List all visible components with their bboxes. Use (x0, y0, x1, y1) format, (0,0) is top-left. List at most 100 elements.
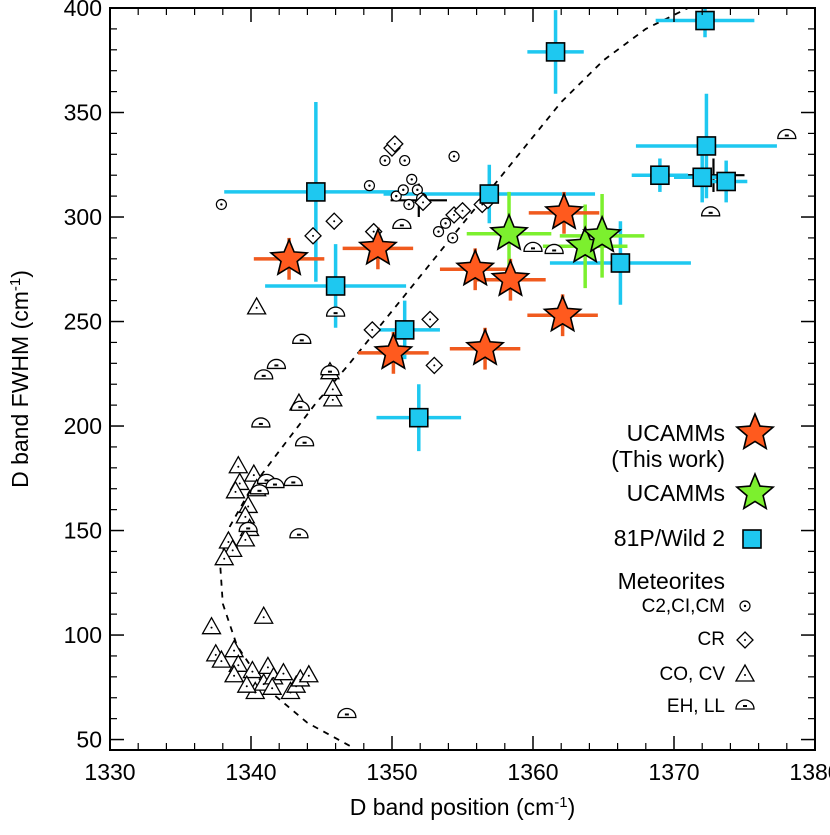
cr-point-5-dot (422, 201, 424, 203)
legend-ehll-marker (736, 700, 754, 709)
legend-cr-marker-dot (744, 639, 746, 641)
legend-ucamm-this-work-label: UCAMMs (627, 420, 725, 446)
ehll-point-6 (296, 437, 314, 446)
c2-point-11-dot (453, 155, 455, 157)
y-tick-label: 200 (64, 413, 102, 439)
x-tick-label: 1380 (789, 759, 830, 785)
ehll-point-18-dot (246, 527, 250, 529)
ehll-point-5-dot (259, 423, 263, 425)
wild2-point-9 (697, 137, 715, 155)
cocv-point-19-shape (225, 641, 243, 657)
legend-cr-marker (737, 632, 753, 648)
wild2-point-6 (611, 254, 629, 272)
cocv-point-19 (225, 641, 243, 657)
c2-point-0-dot (220, 203, 222, 205)
wild2-point-0 (307, 183, 325, 201)
legend-cocv-marker-shape (736, 665, 754, 681)
cocv-point-16-dot (223, 558, 225, 560)
ehll-point-12-dot (328, 371, 332, 373)
ehll-point-9-dot (291, 481, 295, 483)
ehll-point-8-dot (273, 484, 277, 486)
c2-point-1-dot (368, 184, 370, 186)
ehll-point-13-shape (393, 219, 411, 228)
ehll-point-13 (393, 219, 411, 228)
ehll-point-6-dot (303, 442, 307, 444)
cocv-point-34-dot (271, 687, 273, 689)
c2-point-5-dot (408, 203, 410, 205)
ehll-point-19-dot (257, 490, 261, 492)
cr-point-4-dot (394, 143, 396, 145)
ehll-point-13-dot (400, 224, 404, 226)
cocv-point-17 (203, 618, 221, 634)
ehll-point-1 (293, 334, 311, 343)
cocv-point-17-shape (203, 618, 221, 634)
ehll-point-12 (321, 366, 339, 375)
ehll-point-16-dot (709, 212, 713, 214)
legend-ucamm-this-work-sub: (This work) (611, 446, 725, 472)
wild2-point-8 (693, 168, 711, 186)
cocv-point-6-dot (239, 482, 241, 484)
cr-point-9-dot (462, 210, 464, 212)
ehll-point-16 (702, 207, 720, 216)
wild2-point-11 (717, 172, 735, 190)
legend-meteorites-header: Meteorites (618, 568, 725, 594)
x-tick-label: 1340 (225, 759, 276, 785)
y-axis-title-close: ) (7, 270, 33, 278)
c2-point-6-dot (411, 178, 413, 180)
ehll-point-1-shape (293, 334, 311, 343)
cocv-point-0-shape (248, 298, 266, 314)
c2-point-3-dot (402, 189, 404, 191)
y-tick-label: 50 (76, 727, 102, 753)
ehll-point-18 (239, 522, 257, 531)
trend-curve-layer (220, 8, 688, 746)
cocv-point-31-dot (308, 675, 310, 677)
ehll-point-16-shape (702, 207, 720, 216)
cr-point-12-dot (371, 329, 373, 331)
legend-ucamm-this-work-marker (737, 414, 773, 448)
c2-point-12-dot (384, 159, 386, 161)
y-axis-title-main: D band FWHM (cm (7, 291, 33, 488)
cocv-point-20-dot (237, 664, 239, 666)
y-axis-title: D band FWHM (cm-1) (7, 270, 34, 488)
c2-point-4 (400, 156, 410, 166)
ehll-point-12-shape (321, 366, 339, 375)
cocv-point-3-dot (332, 388, 334, 390)
cr-point-12 (364, 322, 380, 338)
cocv-point-11-dot (244, 516, 246, 518)
cocv-point-10-dot (247, 505, 249, 507)
c2-point-10 (448, 233, 458, 243)
c2-point-8-dot (437, 230, 439, 232)
legend-wild2-marker (743, 530, 761, 548)
c2-point-11 (449, 151, 459, 161)
wild2-point-1 (327, 277, 345, 295)
cocv-point-5-shape (229, 457, 247, 473)
cocv-point-17-dot (211, 627, 213, 629)
c2-point-12 (380, 156, 390, 166)
ehll-point-5 (252, 418, 270, 427)
ehll-point-2-shape (267, 359, 285, 368)
wild2-point-2 (396, 321, 414, 339)
cocv-point-15-dot (232, 549, 234, 551)
cocv-point-19-dot (233, 650, 235, 652)
ehll-point-15-dot (552, 249, 556, 251)
ehll-point-10-dot (297, 534, 301, 536)
c2-point-3 (398, 185, 408, 195)
ehll-point-3-shape (255, 370, 273, 379)
cocv-point-25-dot (267, 666, 269, 668)
ehll-point-11-dot (345, 713, 349, 715)
legend-ucamm-marker (737, 474, 773, 508)
wild2-point-7 (651, 166, 669, 184)
ehll-point-4-dot (298, 406, 302, 408)
ehll-point-3-dot (262, 375, 266, 377)
legend-c2-marker (740, 601, 750, 611)
legend-cocv-marker (736, 665, 754, 681)
wild2-point-4 (480, 185, 498, 203)
y-axis-title-superscript: -1 (7, 278, 24, 291)
legend-ehll-marker-dot (743, 705, 747, 707)
ehll-point-14 (524, 242, 542, 251)
c2-point-6 (407, 174, 417, 184)
cocv-point-3-shape (324, 379, 342, 395)
cocv-point-0 (248, 298, 266, 314)
cr-point-8-dot (453, 214, 455, 216)
